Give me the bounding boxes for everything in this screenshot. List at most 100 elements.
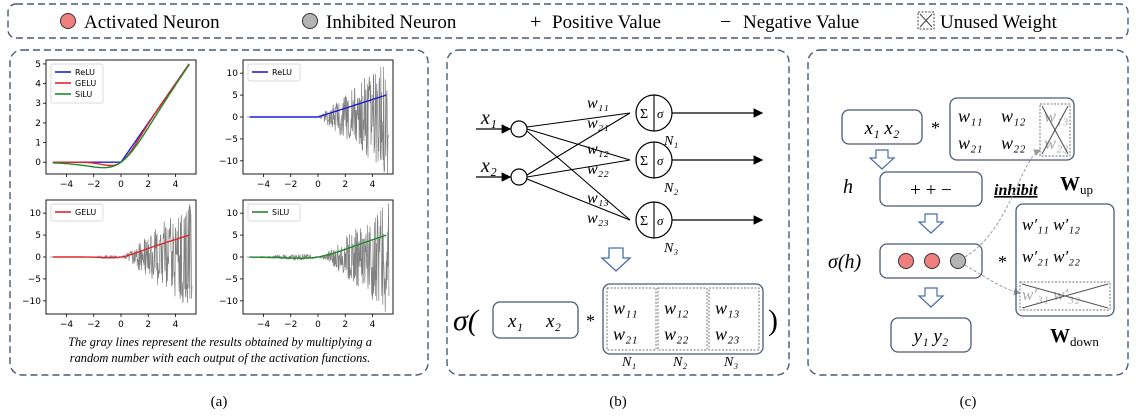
- caption-line-2: random number with each output of the ac…: [70, 351, 370, 365]
- weight-matrix-box: [602, 283, 764, 355]
- x-tick-label: 4: [173, 180, 179, 190]
- input-x-vector: x₁ x₂: [864, 118, 900, 139]
- minus-icon: −: [720, 11, 731, 33]
- connection-lines: [526, 112, 631, 221]
- matrix-w22: w₂₂: [664, 324, 689, 344]
- panel-c: x₁ x₂ * w₁₁ w₁₂ w₁₃ w₂₁ w₂₂ w₂₃ Wup h + …: [807, 49, 1129, 410]
- w-down-label: Wdown: [1050, 325, 1099, 349]
- y-tick-label: 4: [35, 80, 41, 90]
- col-label-n1: N₁: [621, 355, 636, 370]
- wdown-row1: w′₁₁ w′₁₂: [1022, 215, 1080, 234]
- matrix-w13: w₁₃: [715, 298, 740, 318]
- neuron-label: N₁: [663, 134, 678, 149]
- h-values: + + −: [910, 180, 952, 201]
- neuron-label: N₂: [663, 181, 678, 196]
- multiply-up: *: [931, 118, 940, 138]
- x-tick-label: 4: [370, 180, 376, 190]
- neuron-label: N₃: [663, 241, 678, 256]
- w-up-matrix: [949, 97, 1075, 161]
- legend-entry-relu: ReLU: [272, 68, 292, 77]
- x-tick-label: 2: [145, 320, 151, 330]
- wdown-row2: w′₂₁ w′₂₂: [1022, 247, 1080, 266]
- input-vector-box: [492, 301, 579, 339]
- x-tick-label: −4: [60, 320, 74, 330]
- x-tick-label: 4: [370, 320, 376, 330]
- wup-w21: w₂₁: [958, 133, 983, 153]
- y-tick-label: 5: [35, 60, 41, 70]
- legend-unused-label: Unused Weight: [940, 12, 1058, 33]
- legend-negative-label: Negative Value: [743, 12, 859, 33]
- y-tick-label: 0: [232, 113, 238, 123]
- down-arrow-icon: [600, 247, 632, 272]
- x-tick-label: −2: [284, 320, 297, 330]
- input-node-2: [510, 168, 528, 186]
- sigma-symbol: σ: [657, 153, 664, 168]
- unused-weight-cross-icon: [1019, 281, 1111, 311]
- series-silu: [249, 234, 387, 259]
- y-tick-label: 5: [232, 91, 238, 101]
- y-tick-label: 10: [30, 209, 42, 219]
- x-tick-label: −4: [60, 180, 74, 190]
- y-tick-label: −10: [22, 297, 41, 307]
- caption-line-1: The gray lines represent the results obt…: [68, 335, 372, 349]
- matrix-w11: w₁₁: [613, 298, 638, 318]
- matrix-w21: w₂₁: [613, 324, 638, 344]
- inhibit-label: inhibit: [994, 182, 1038, 199]
- y-tick-label: 2: [35, 119, 41, 129]
- connector-to-wup: [964, 149, 1041, 258]
- y-tick-label: 10: [227, 209, 239, 219]
- formula-multiply: *: [586, 311, 595, 331]
- x-tick-label: 4: [173, 320, 179, 330]
- x-tick-label: −2: [284, 180, 297, 190]
- input-x2: x₂: [480, 155, 497, 177]
- y-tick-label: −10: [219, 297, 238, 307]
- activated-neuron-icon: [60, 13, 76, 29]
- x-tick-label: 2: [145, 180, 151, 190]
- plus-icon: +: [530, 11, 541, 33]
- legend-entry-gelu: GELU: [75, 208, 96, 217]
- sum-symbol: Σ: [640, 214, 648, 229]
- down-arrow-icon-3: [917, 287, 945, 308]
- output-y-vector: y₁ y₂: [912, 326, 949, 347]
- wup-w22: w₂₂: [1001, 133, 1026, 153]
- formula-x2: x₂: [545, 311, 561, 332]
- weight-w23: w₂₃: [587, 210, 609, 227]
- unused-weight-icon: [917, 11, 935, 30]
- connector-to-wdown: [964, 264, 1021, 296]
- y-tick-label: 3: [35, 99, 41, 109]
- sigma-symbol: σ: [657, 106, 664, 121]
- panel-c-label: (c): [960, 394, 977, 410]
- w-down-matrix: [1015, 203, 1115, 317]
- h-label: h: [843, 176, 853, 198]
- weight-w11: w₁₁: [587, 95, 609, 112]
- y-tick-label: −10: [219, 157, 238, 167]
- unused-weight-cross-icon: [1039, 103, 1071, 157]
- y-tick-label: 10: [227, 69, 239, 79]
- wdown-row3: w′₃₁ w′₃₂: [1022, 285, 1080, 304]
- weight-w21: w₂₁: [587, 115, 609, 132]
- wup-w11: w₁₁: [958, 106, 983, 126]
- x-tick-label: −4: [257, 320, 271, 330]
- matrix-w23: w₂₃: [715, 324, 740, 344]
- formula-x1: x₁: [507, 311, 523, 332]
- formula-sigma: σ(: [453, 304, 480, 337]
- activated-neuron-1: [898, 253, 914, 269]
- legend-inhibited-label: Inhibited Neuron: [326, 12, 457, 33]
- x-tick-label: 2: [342, 180, 348, 190]
- inhibited-neuron-icon: [302, 13, 318, 29]
- weight-w13: w₁₃: [587, 190, 609, 207]
- activated-neuron-2: [924, 253, 940, 269]
- y-tick-label: 0: [232, 253, 238, 263]
- y-tick-label: 5: [232, 231, 238, 241]
- legend-entry-silu: SiLU: [272, 208, 289, 217]
- legend-entry-gelu: GELU: [75, 79, 96, 88]
